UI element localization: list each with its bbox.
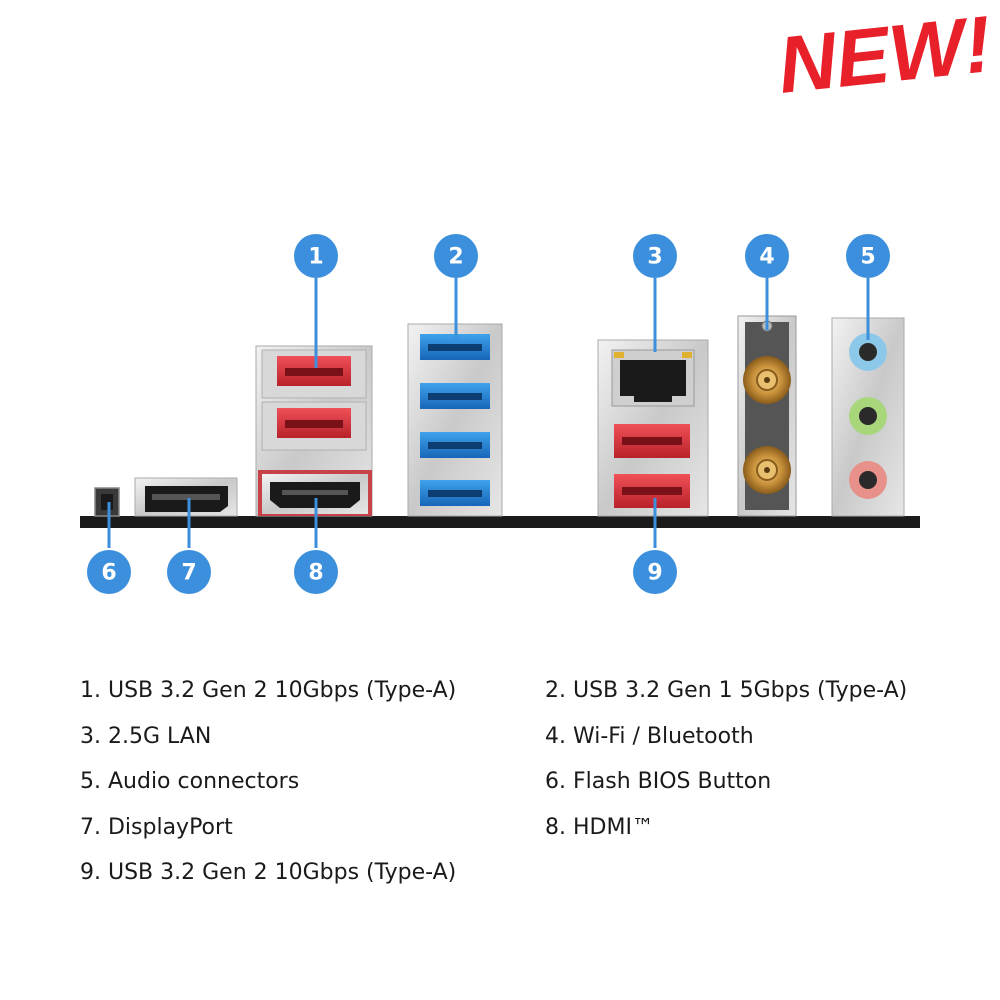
callout-circle-1 — [294, 234, 338, 278]
io-bracket — [80, 516, 920, 528]
legend-item-8: 8. HDMI™ — [545, 814, 654, 840]
new-badge: NEW! — [780, 8, 990, 104]
callout-number-8: 8 — [308, 561, 323, 586]
usb-gen1-stack — [407, 323, 503, 517]
legend-item-6: 6. Flash BIOS Button — [545, 769, 772, 794]
callout-circle-8 — [294, 550, 338, 594]
legend-item-4: 4. Wi-Fi / Bluetooth — [545, 723, 754, 749]
hdmi-port — [258, 470, 372, 516]
callout-2: 2 — [434, 234, 478, 278]
lan-port — [611, 349, 695, 407]
callout-circle-4 — [745, 234, 789, 278]
legend-item-1: 1. USB 3.2 Gen 2 10Gbps (Type-A) — [80, 678, 457, 703]
callout-number-4: 4 — [759, 245, 774, 270]
rear-io-diagram: 1 2 3 4 5 6 7 8 9 — [80, 234, 920, 594]
callout-number-7: 7 — [181, 561, 196, 586]
callout-6: 6 — [87, 550, 131, 594]
callout-circle-3 — [633, 234, 677, 278]
callout-circle-6 — [87, 550, 131, 594]
legend-item-7: 7. DisplayPort — [80, 814, 233, 840]
legend-item-3: 3. 2.5G LAN — [80, 723, 212, 749]
legend-item-5: 5. Audio connectors — [80, 769, 300, 794]
legend-item-2: 2. USB 3.2 Gen 1 5Gbps (Type-A) — [545, 678, 908, 703]
displayport-port — [134, 477, 238, 517]
callout-5: 5 — [846, 234, 890, 278]
callout-number-6: 6 — [101, 561, 116, 586]
callout-4: 4 — [745, 234, 789, 278]
callout-number-9: 9 — [647, 561, 662, 586]
flash-bios-button — [94, 487, 120, 517]
callout-3: 3 — [633, 234, 677, 278]
callout-7: 7 — [167, 550, 211, 594]
wifi-antenna-connectors — [737, 315, 797, 517]
lan-usb-stack — [597, 339, 709, 517]
callout-8: 8 — [294, 550, 338, 594]
callout-circle-2 — [434, 234, 478, 278]
audio-jacks — [831, 317, 905, 517]
callout-number-2: 2 — [448, 245, 463, 270]
callout-9: 9 — [633, 550, 677, 594]
callout-circle-5 — [846, 234, 890, 278]
legend-item-9: 9. USB 3.2 Gen 2 10Gbps (Type-A) — [80, 860, 457, 885]
callout-circle-7 — [167, 550, 211, 594]
callout-1: 1 — [294, 234, 338, 278]
callout-number-1: 1 — [308, 245, 323, 270]
callout-circle-9 — [633, 550, 677, 594]
port-legend: 1. USB 3.2 Gen 2 10Gbps (Type-A) 2. USB … — [80, 672, 960, 900]
new-badge-text: NEW! — [780, 8, 990, 104]
callout-number-5: 5 — [860, 245, 875, 270]
callout-number-3: 3 — [647, 245, 662, 270]
